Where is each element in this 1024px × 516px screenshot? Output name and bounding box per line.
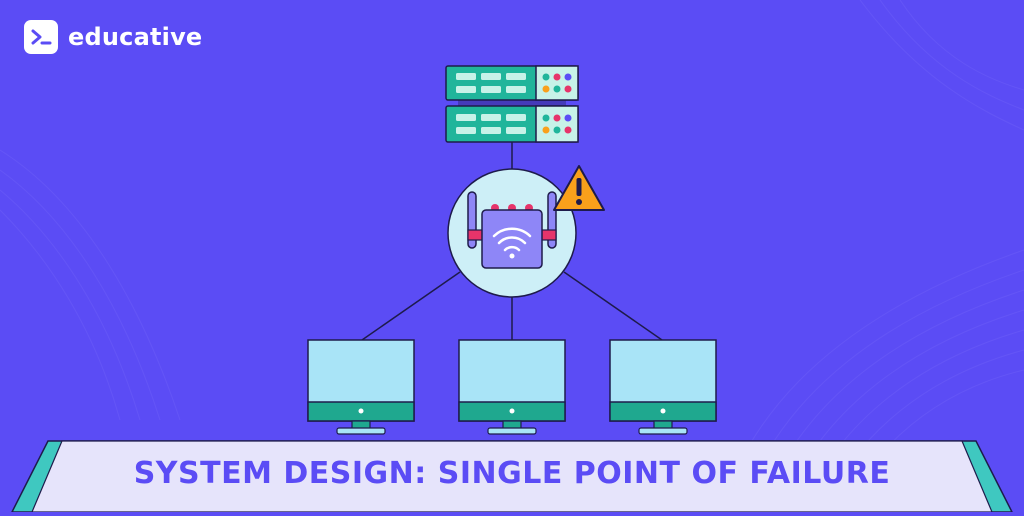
page-title: SYSTEM DESIGN: SINGLE POINT OF FAILURE	[133, 456, 891, 491]
monitor-icon	[609, 339, 717, 435]
server-unit-bottom	[445, 105, 579, 143]
monitor-icon	[307, 339, 415, 435]
brand-name: educative	[68, 23, 203, 51]
server-rack-icon	[445, 65, 579, 143]
wifi-router-icon	[447, 168, 577, 298]
edge-router-monitor-1	[361, 271, 461, 341]
terminal-prompt-icon	[24, 20, 58, 54]
edge-router-monitor-3	[563, 271, 663, 341]
wifi-signal-icon	[492, 227, 532, 252]
connection-lines	[361, 142, 663, 341]
monitor-icon	[458, 339, 566, 435]
server-unit-top	[445, 65, 579, 101]
warning-triangle-icon	[553, 165, 605, 211]
brand-logo[interactable]: educative	[24, 20, 202, 54]
